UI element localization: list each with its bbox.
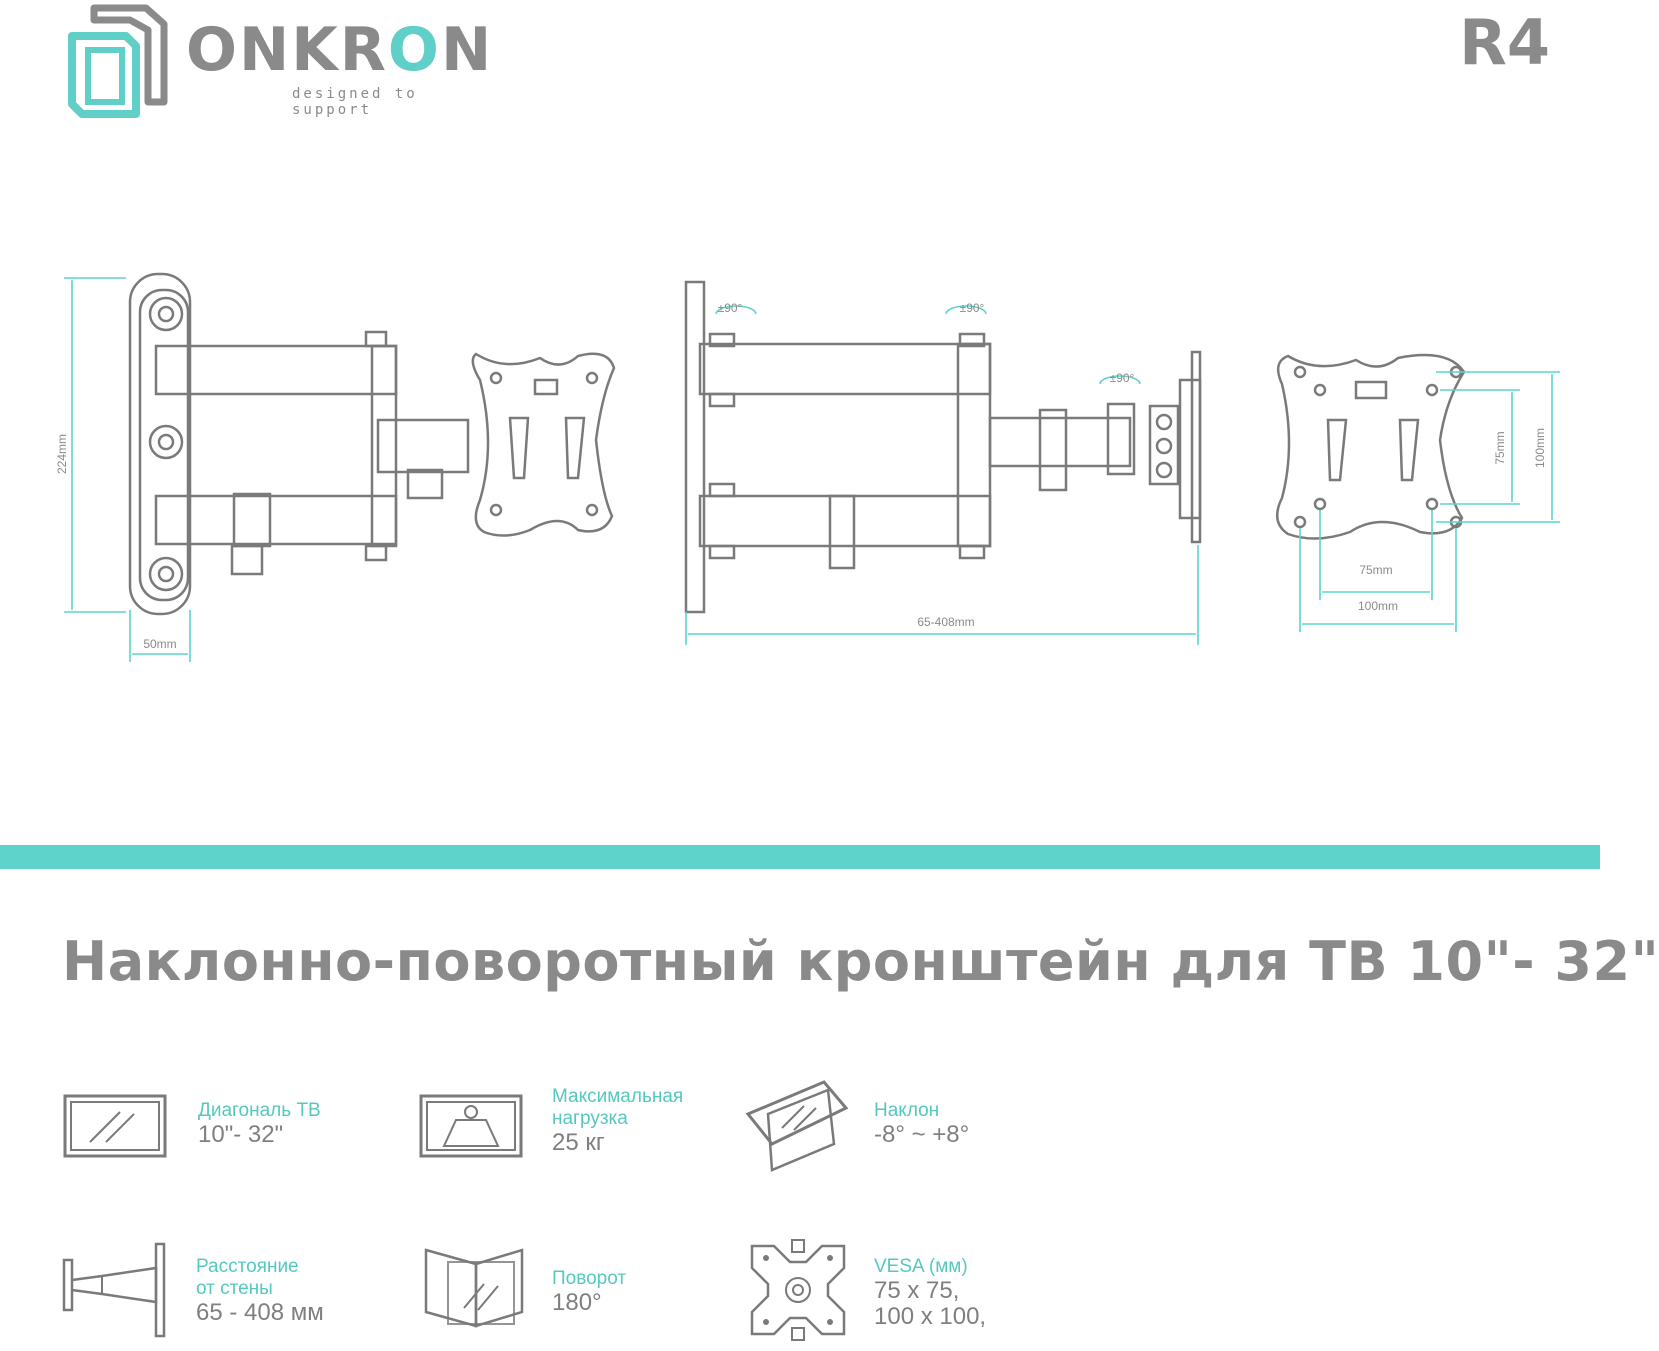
dimension-lines <box>64 277 1560 662</box>
technical-drawings: 224mm 50mm 65-408mm ±90° ±90° ±90° 75mm … <box>55 272 1560 662</box>
feature-wall-distance-label-line1: Расстояние <box>196 1256 299 1277</box>
feature-wall-distance-value: 65 - 408 мм <box>196 1299 324 1326</box>
side-view-drawing <box>684 280 1202 614</box>
vesa-plate-drawing <box>1275 353 1466 540</box>
feature-swivel: Поворот 180° <box>420 1240 720 1340</box>
tilt-icon <box>745 1080 849 1172</box>
vesa-small-h-label: 75mm <box>1359 563 1392 577</box>
brand-wordmark: ONKRON <box>186 15 494 85</box>
model-name: R4 <box>1459 6 1550 79</box>
weight-icon <box>419 1094 523 1158</box>
dim-depth-label: 50mm <box>143 637 176 651</box>
feature-max-load: Максимальная нагрузка 25 кг <box>418 1086 738 1176</box>
feature-vesa: VESA (мм) 75 x 75, 100 x 100, <box>748 1238 1048 1346</box>
feature-wall-distance-label-line2: от стены <box>196 1278 273 1299</box>
feature-wall-distance: Расстояние от стены 65 - 408 мм <box>62 1238 402 1338</box>
feature-diagonal-value: 10"- 32" <box>198 1121 284 1148</box>
feature-swivel-label: Поворот <box>552 1268 627 1289</box>
feature-tilt-label: Наклон <box>874 1100 940 1121</box>
logo-mark-icon <box>68 4 168 118</box>
dim-extension-label: 65-408mm <box>917 615 974 629</box>
accent-divider <box>0 845 1600 869</box>
feature-tilt-value: -8° ~ +8° <box>874 1121 970 1148</box>
feature-max-load-label-line2: нагрузка <box>552 1108 628 1129</box>
rotation-label-2: ±90° <box>960 301 985 315</box>
feature-max-load-value: 25 кг <box>552 1129 605 1156</box>
rotation-label-1: ±90° <box>718 301 743 315</box>
feature-vesa-value-line1: 75 x 75, <box>874 1277 960 1304</box>
feature-swivel-value: 180° <box>552 1289 602 1316</box>
rotation-label-3: ±90° <box>1110 371 1135 385</box>
feature-max-load-label-line1: Максимальная <box>552 1086 684 1107</box>
front-view-drawing <box>128 272 616 616</box>
vesa-large-h-label: 100mm <box>1358 599 1398 613</box>
dim-height-label: 224mm <box>55 434 69 474</box>
feature-tilt: Наклон -8° ~ +8° <box>745 1078 1046 1178</box>
vesa-small-v-label: 75mm <box>1493 431 1507 464</box>
brand-logo: ONKRON designed to support <box>66 4 506 118</box>
feature-vesa-label: VESA (мм) <box>874 1256 968 1277</box>
feature-diagonal-label: Диагональ ТВ <box>198 1100 321 1121</box>
brand-tagline: designed to support <box>292 86 418 118</box>
wall-distance-icon <box>62 1242 166 1338</box>
swivel-icon <box>424 1248 524 1328</box>
vesa-icon <box>750 1239 846 1341</box>
feature-diagonal: Диагональ ТВ 10"- 32" <box>62 1090 382 1170</box>
tv-diagonal-icon <box>63 1094 167 1158</box>
vesa-large-v-label: 100mm <box>1533 428 1547 468</box>
feature-vesa-value-line2: 100 x 100, <box>874 1303 987 1330</box>
product-headline: Наклонно-поворотный кронштейн для ТВ 10"… <box>62 930 1659 993</box>
